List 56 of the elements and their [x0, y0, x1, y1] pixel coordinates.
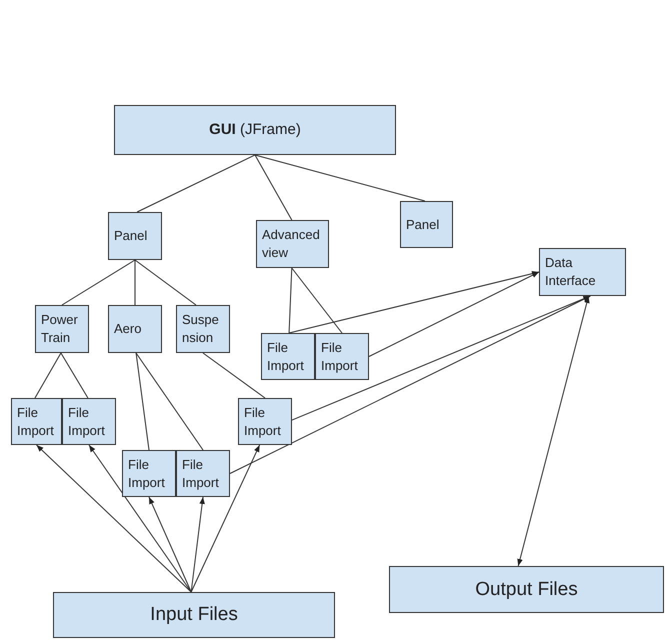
- process-box: [62, 398, 116, 445]
- box-label: Panel: [114, 227, 148, 245]
- process-box: [389, 566, 664, 613]
- process-box: [122, 450, 176, 497]
- box-label: File Import: [68, 404, 106, 440]
- arrow: [36, 444, 192, 592]
- arrow: [517, 296, 590, 566]
- process-box: [539, 248, 626, 296]
- arrow: [88, 444, 192, 592]
- connector-line: [254, 154, 426, 202]
- connector-line: [136, 352, 204, 450]
- box-label: Data Interface: [545, 254, 597, 290]
- arrow: [288, 270, 540, 334]
- process-box: [108, 305, 162, 353]
- box-label: Panel: [406, 216, 440, 234]
- connector-line: [62, 260, 136, 306]
- box-label: File Import: [182, 456, 220, 492]
- connector-line: [34, 352, 62, 398]
- box-label: File Import: [244, 404, 282, 440]
- connector-line: [136, 154, 256, 212]
- box-label: File Import: [17, 404, 55, 440]
- box-label: File Import: [321, 338, 359, 374]
- arrow: [190, 444, 260, 592]
- process-box: [53, 592, 335, 638]
- process-box: [315, 333, 369, 380]
- connector-line: [254, 154, 292, 220]
- process-box: [35, 305, 89, 353]
- connector-line: [134, 260, 136, 306]
- process-box: [400, 201, 453, 248]
- connector-line: [136, 352, 150, 450]
- arrow: [148, 496, 192, 592]
- box-label: File Import: [267, 338, 305, 374]
- box-label: File Import: [128, 456, 166, 492]
- process-box: [11, 398, 62, 445]
- box-label: Power Train: [41, 311, 79, 347]
- connector-line: [291, 268, 342, 334]
- box-label: Input Files: [150, 603, 238, 627]
- box-label: Advanced view: [262, 226, 321, 262]
- connector-line: [202, 352, 266, 398]
- process-box: [261, 333, 315, 380]
- connector-line: [60, 352, 88, 398]
- process-box: [176, 450, 230, 497]
- box-label: Aero: [114, 320, 142, 338]
- arrow: [190, 496, 205, 592]
- process-box: [114, 105, 396, 155]
- arrow: [230, 296, 591, 474]
- box-label: Suspe nsion: [182, 311, 220, 347]
- process-box: [238, 398, 292, 445]
- box-label: Output Files: [475, 578, 578, 602]
- box-label: GUI (JFrame): [209, 120, 301, 140]
- process-box: [176, 305, 230, 353]
- connector-line: [134, 260, 196, 306]
- process-box: [108, 212, 162, 260]
- arrow: [368, 272, 540, 357]
- process-box: [256, 220, 329, 268]
- connector-line: [288, 268, 292, 334]
